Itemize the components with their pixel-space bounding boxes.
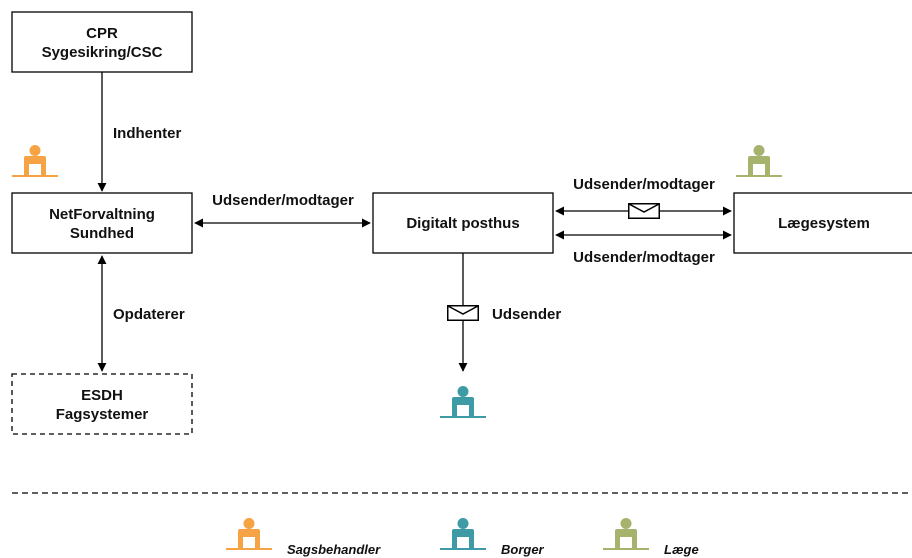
edge-label-udsender: Udsender [492, 306, 561, 323]
box-netforvaltning: NetForvaltning Sundhed [11, 192, 193, 254]
edge-label-indhenter: Indhenter [113, 125, 181, 142]
legend-borger-icon [440, 518, 486, 550]
edge-label-posthus-laege-top: Udsender/modtager [573, 176, 715, 193]
box-digitalt-posthus: Digitalt posthus [372, 192, 554, 254]
legend-sagsbehandler-icon [226, 518, 272, 550]
legend: Sagsbehandler Borger Læge [226, 518, 699, 557]
box-netforvaltning-line2: Sundhed [70, 225, 134, 242]
borger-person-icon [440, 386, 486, 418]
box-esdh-line1: ESDH [81, 387, 123, 404]
box-cpr-line2: Sygesikring/CSC [42, 44, 163, 61]
laege-person-icon [736, 145, 782, 177]
box-esdh: ESDH Fagsystemer [11, 373, 193, 435]
box-cpr: CPR Sygesikring/CSC [11, 11, 193, 73]
legend-sagsbehandler-label: Sagsbehandler [287, 542, 381, 557]
legend-laege-icon [603, 518, 649, 550]
box-laegesystem-label: Lægesystem [778, 215, 870, 232]
box-posthus-label: Digitalt posthus [406, 215, 519, 232]
legend-laege-label: Læge [664, 542, 699, 557]
box-netforvaltning-line1: NetForvaltning [49, 206, 155, 223]
sagsbehandler-person-icon [12, 145, 58, 177]
envelope-icon [447, 305, 479, 321]
edge-label-opdaterer: Opdaterer [113, 306, 185, 323]
edge-label-net-posthus: Udsender/modtager [212, 192, 354, 209]
box-esdh-line2: Fagsystemer [56, 406, 149, 423]
legend-borger-label: Borger [501, 542, 545, 557]
box-laegesystem: Lægesystem [733, 192, 912, 254]
edge-label-posthus-laege-bottom: Udsender/modtager [573, 249, 715, 266]
envelope-icon [628, 203, 660, 219]
box-cpr-line1: CPR [86, 25, 118, 42]
